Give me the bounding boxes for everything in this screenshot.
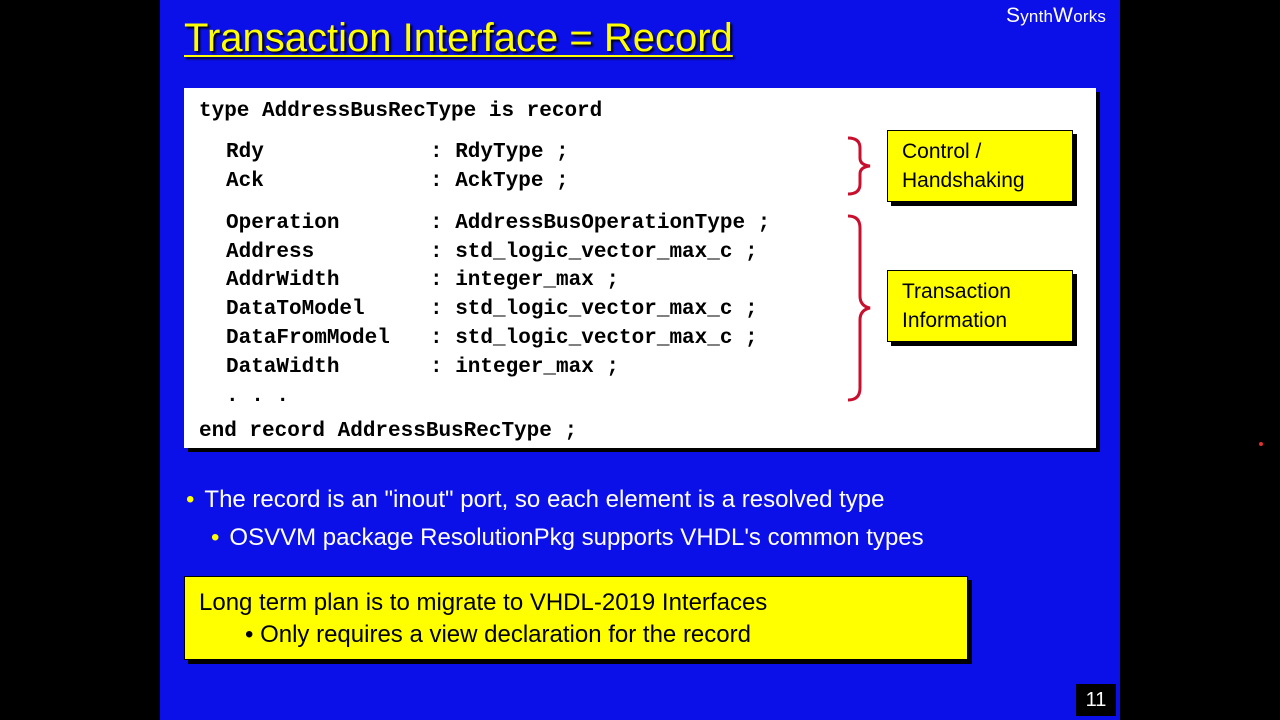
field-type-datafrommodel: : std_logic_vector_max_c ; [430, 327, 758, 350]
field-name-datafrommodel: DataFromModel [226, 327, 390, 350]
bullet-dot-icon: • [186, 486, 195, 513]
code-ellipsis: . . . [226, 385, 290, 408]
pointer-dot-icon [1259, 442, 1263, 446]
field-type-addrwidth: : integer_max ; [430, 269, 620, 292]
page-number: 11 [1076, 684, 1116, 716]
field-name-datatomodel: DataToModel [226, 298, 365, 321]
slide: SynthWorks Transaction Interface = Recor… [160, 0, 1120, 720]
field-name-addrwidth: AddrWidth [226, 269, 340, 292]
transaction-callout: Transaction Information [887, 270, 1073, 342]
control-callout-line1: Control / [902, 140, 982, 163]
field-type-rdy: : RdyType ; [430, 141, 569, 164]
bullet-main-text: The record is an "inout" port, so each e… [204, 486, 885, 513]
slide-title: Transaction Interface = Record [184, 16, 733, 60]
transaction-callout-line2: Information [902, 309, 1008, 332]
code-header: type AddressBusRecType is record [199, 100, 603, 123]
field-type-datawidth: : integer_max ; [430, 356, 620, 379]
field-type-operation: : AddressBusOperationType ; [430, 212, 771, 235]
control-brace-icon [847, 136, 871, 196]
bullet-sub-text: OSVVM package ResolutionPkg supports VHD… [229, 524, 924, 551]
field-type-datatomodel: : std_logic_vector_max_c ; [430, 298, 758, 321]
transaction-brace-icon [847, 214, 871, 402]
transaction-callout-line1: Transaction [902, 280, 1011, 303]
field-name-ack: Ack [226, 170, 264, 193]
field-name-operation: Operation [226, 212, 340, 235]
plan-note-line2: • Only requires a view declaration for t… [245, 621, 751, 648]
control-callout-line2: Handshaking [902, 169, 1025, 192]
code-footer: end record AddressBusRecType ; [199, 420, 578, 443]
control-callout: Control / Handshaking [887, 130, 1073, 202]
field-type-address: : std_logic_vector_max_c ; [430, 241, 758, 264]
bullet-main: • The record is an "inout" port, so each … [186, 486, 884, 514]
bullet-sub: • OSVVM package ResolutionPkg supports VH… [211, 524, 924, 552]
field-type-ack: : AckType ; [430, 170, 569, 193]
field-name-rdy: Rdy [226, 141, 264, 164]
field-name-address: Address [226, 241, 315, 264]
plan-note-line1: Long term plan is to migrate to VHDL-201… [199, 589, 768, 616]
synthworks-logo: SynthWorks [1006, 4, 1107, 27]
bullet-dot-icon: • [211, 524, 220, 551]
plan-note: Long term plan is to migrate to VHDL-201… [184, 576, 968, 660]
field-name-datawidth: DataWidth [226, 356, 340, 379]
